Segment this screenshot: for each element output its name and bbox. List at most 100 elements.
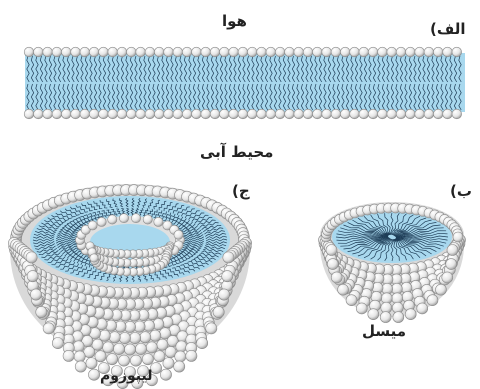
lipid-head xyxy=(119,333,130,344)
lipid-head xyxy=(164,109,174,119)
lipid-head xyxy=(417,303,428,314)
lipid-head xyxy=(174,361,185,372)
lipid-head xyxy=(303,47,313,57)
lipid-head xyxy=(192,109,202,119)
lipid-head xyxy=(327,259,338,270)
panel-a-top-label: هوا xyxy=(222,12,247,30)
lipid-head xyxy=(43,323,54,334)
lipid-head xyxy=(52,109,62,119)
lipid-head xyxy=(174,230,183,239)
lipid-head xyxy=(405,309,416,320)
lipid-head xyxy=(63,350,74,361)
lipid-head xyxy=(154,351,165,362)
lipid-head xyxy=(424,47,434,57)
lipid-head xyxy=(303,109,313,119)
lipid-head xyxy=(30,289,41,300)
lipid-head xyxy=(117,47,127,57)
lipid-head xyxy=(107,354,118,365)
lipid-head xyxy=(443,109,453,119)
lipid-head xyxy=(154,109,164,119)
lipid-head xyxy=(175,351,186,362)
lipid-head xyxy=(75,361,86,372)
bilayer-panel xyxy=(24,47,465,119)
lipid-head xyxy=(142,354,153,365)
lipid-head xyxy=(150,330,161,341)
lipid-head xyxy=(97,217,106,226)
lipid-head xyxy=(136,47,146,57)
lipid-head xyxy=(396,109,406,119)
lipid-head xyxy=(80,47,90,57)
lipid-head xyxy=(275,109,285,119)
lipid-head xyxy=(160,369,171,380)
lipid-head xyxy=(443,47,453,57)
lipid-head xyxy=(238,47,248,57)
lipid-head xyxy=(182,109,192,119)
lipid-head xyxy=(338,284,349,295)
lipid-head xyxy=(331,109,341,119)
lipid-head xyxy=(176,341,187,352)
lipid-head xyxy=(424,109,434,119)
lipid-head xyxy=(146,342,157,353)
lipid-head xyxy=(350,109,360,119)
lipid-head xyxy=(442,272,453,283)
panel-c-tag: ج) xyxy=(232,182,250,200)
liposome-panel xyxy=(8,184,251,389)
lipid-head xyxy=(61,109,71,119)
lipid-head xyxy=(322,47,332,57)
lipid-head xyxy=(247,109,257,119)
lipid-head xyxy=(238,109,248,119)
panel-a-bottom-label: محیط آبی xyxy=(200,143,273,161)
lipid-head xyxy=(222,271,233,282)
lipid-head xyxy=(127,109,137,119)
lipid-head xyxy=(192,47,202,57)
liposome-caption: لیپوزوم xyxy=(100,368,153,384)
lipid-head xyxy=(140,332,151,343)
lipid-head xyxy=(108,47,118,57)
panel-b-tag: ب) xyxy=(450,182,472,200)
lipid-head xyxy=(322,109,332,119)
lipid-head xyxy=(218,289,229,300)
lipid-head xyxy=(446,259,457,270)
lipid-head xyxy=(108,215,117,224)
lipid-head xyxy=(43,109,53,119)
lipid-head xyxy=(229,109,239,119)
lipid-head xyxy=(61,47,71,57)
lipid-head xyxy=(131,214,140,223)
lipid-head xyxy=(356,303,367,314)
lipid-head xyxy=(247,47,257,57)
lipid-head xyxy=(136,109,146,119)
lipid-head xyxy=(396,47,406,57)
lipid-head xyxy=(154,217,163,226)
lipid-head xyxy=(119,214,128,223)
lipid-head xyxy=(331,47,341,57)
micelle-caption: میسل xyxy=(362,322,406,340)
lipid-head xyxy=(36,306,47,317)
lipid-head xyxy=(380,312,391,323)
lipid-head xyxy=(313,47,323,57)
lipid-head xyxy=(71,47,81,57)
lipid-head xyxy=(90,254,98,262)
lipid-head xyxy=(124,344,135,355)
lipid-head xyxy=(368,309,379,320)
lipid-head xyxy=(80,109,90,119)
lipid-head xyxy=(182,47,192,57)
lipid-head xyxy=(275,47,285,57)
lipid-head xyxy=(95,351,106,362)
lipid-head xyxy=(433,47,443,57)
lipid-head xyxy=(346,295,357,306)
lipid-head xyxy=(197,338,208,349)
lipid-head xyxy=(340,109,350,119)
lipid-head xyxy=(127,47,137,57)
lipid-head xyxy=(117,109,127,119)
lipid-head xyxy=(210,109,220,119)
lipid-head xyxy=(378,47,388,57)
lipid-head xyxy=(135,343,146,354)
lipid-head xyxy=(103,342,114,353)
lipid-head xyxy=(452,47,462,57)
lipid-head xyxy=(201,47,211,57)
lipid-head xyxy=(89,47,99,57)
lipid-head xyxy=(118,355,129,366)
lipid-head xyxy=(86,358,97,369)
lipid-head xyxy=(206,323,217,334)
lipid-head xyxy=(387,109,397,119)
